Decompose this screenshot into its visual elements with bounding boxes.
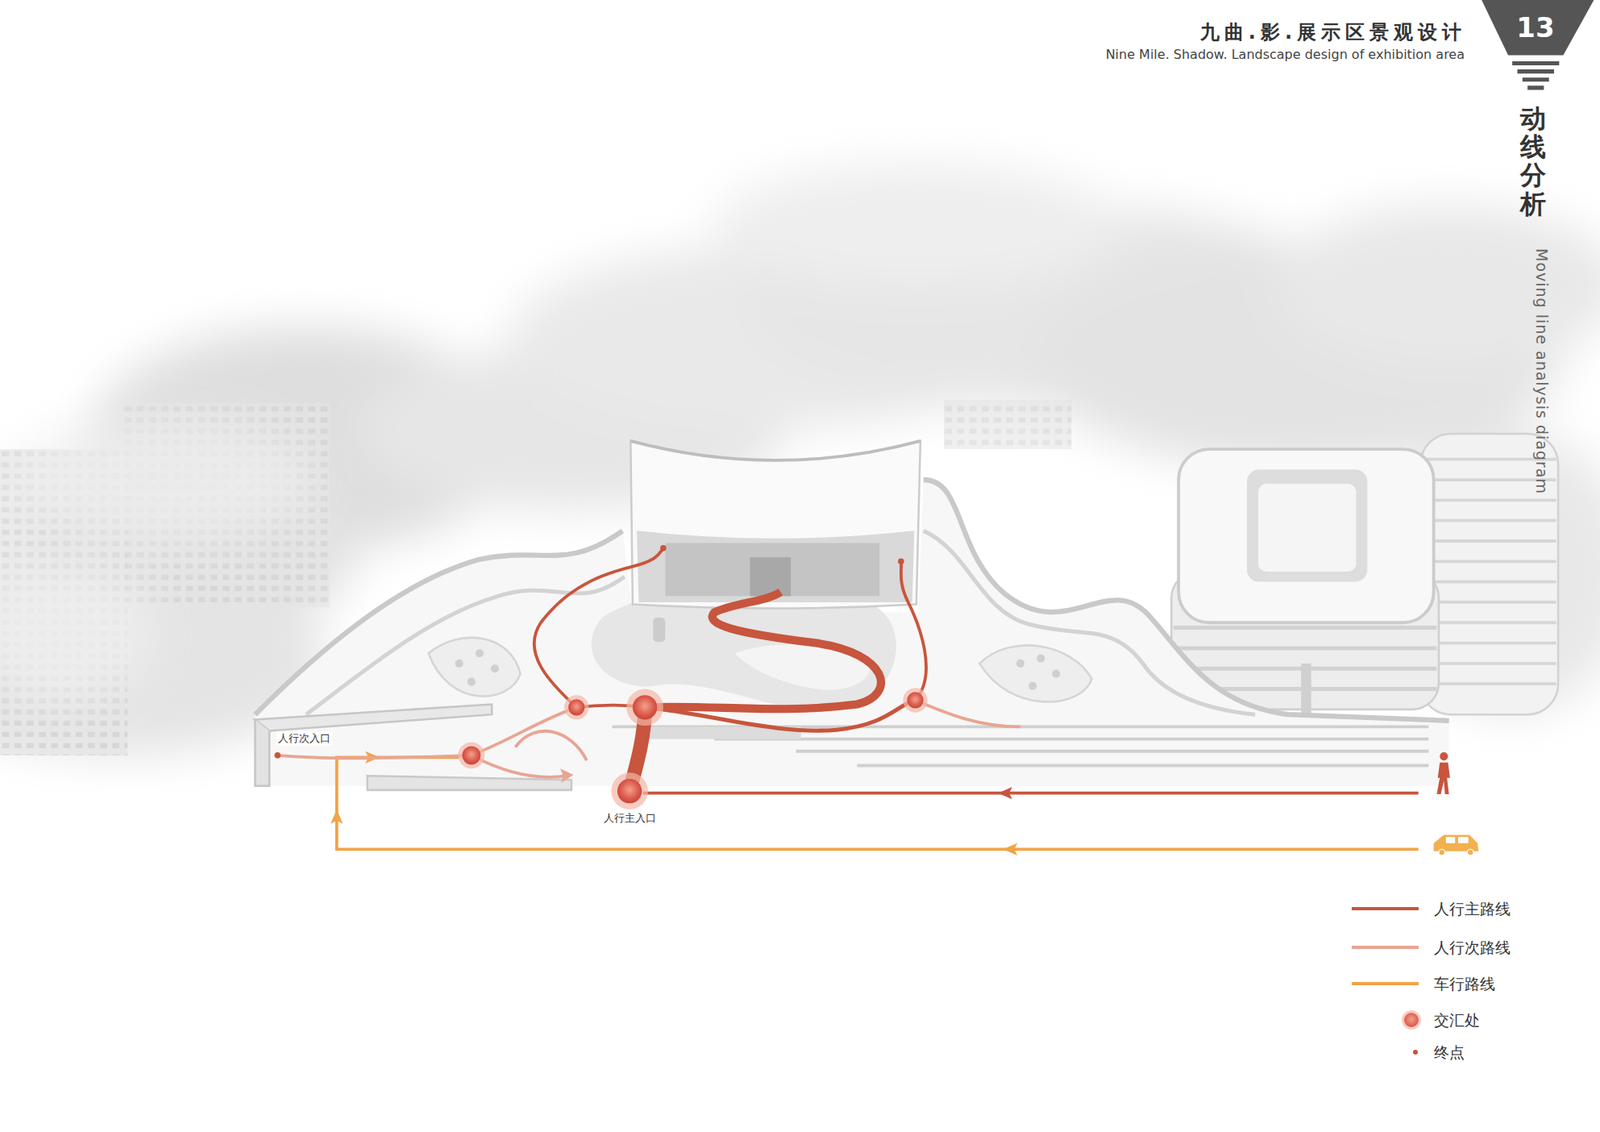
background-buildings xyxy=(0,399,1559,756)
exhibition-building-part xyxy=(664,543,880,597)
secondary-pedestrian-route-part xyxy=(515,731,587,761)
junction-circles-part xyxy=(632,694,657,719)
entrance-label: 人行主入口 xyxy=(602,810,658,826)
main-pedestrian-route-part xyxy=(915,699,1021,727)
vehicle-route-part xyxy=(330,809,343,824)
secondary-pedestrian-route-part xyxy=(277,755,472,758)
main-pedestrian-route-part xyxy=(644,591,882,709)
site-platform-part xyxy=(652,617,665,642)
site-platform-part xyxy=(979,644,1092,702)
pedestrian-icon xyxy=(1436,752,1450,794)
site-platform-part-part xyxy=(1051,669,1060,678)
site-platform-part xyxy=(612,726,1430,765)
exhibition-building xyxy=(630,440,921,609)
site-platform-part-part xyxy=(475,648,484,657)
secondary-pedestrian-route-part xyxy=(560,768,574,783)
site-platform-part xyxy=(254,719,270,786)
main-pedestrian-route-part xyxy=(643,791,1419,795)
exhibition-building-part xyxy=(630,440,921,609)
car-icon xyxy=(1433,835,1480,856)
background-buildings-part xyxy=(943,399,1072,449)
site-platform-part-part xyxy=(455,659,464,668)
site-platform-part-part xyxy=(1036,654,1045,663)
secondary-pedestrian-route-part xyxy=(471,755,568,778)
background-buildings-part-part xyxy=(0,561,154,704)
page-number: 13 xyxy=(1516,11,1555,44)
main-pedestrian-route xyxy=(534,548,1419,799)
junction-circles-part xyxy=(461,745,481,765)
junction-circles-part xyxy=(626,689,664,727)
parking-structure-part xyxy=(1178,448,1434,623)
page-badge-part xyxy=(1481,0,1594,55)
vehicle-route xyxy=(330,751,1418,856)
junction-circles-part xyxy=(564,694,589,719)
junction-circles-part xyxy=(457,741,485,769)
exhibition-building-part xyxy=(630,440,921,461)
main-pedestrian-route-part xyxy=(901,563,927,701)
site-platform-part-part xyxy=(1016,659,1025,668)
legend-text: 终点 xyxy=(1433,1042,1465,1062)
end-points-part xyxy=(897,558,905,566)
site-platform-part-part xyxy=(1028,681,1037,690)
legend-shape-swatch xyxy=(1404,1012,1419,1027)
site-platform-part-part xyxy=(490,664,499,673)
end-points xyxy=(274,544,905,759)
legend-shape-swatch xyxy=(1412,1049,1418,1055)
car-icon-part xyxy=(1467,848,1474,856)
section-title-vertical: 动线分析 xyxy=(1520,104,1546,219)
page-title: 九曲.影.展示区景观设计 xyxy=(1200,19,1467,46)
junction-circles-part xyxy=(568,698,585,715)
page-badge xyxy=(1481,0,1594,88)
background-buildings-part xyxy=(0,418,316,704)
main-pedestrian-route-part xyxy=(534,548,664,707)
fog-background-part-part xyxy=(714,163,1123,287)
end-points-part xyxy=(660,544,667,552)
legend-text: 交汇处 xyxy=(1433,1009,1480,1030)
car-icon-part xyxy=(1446,836,1455,844)
site-platform-part xyxy=(455,648,1061,690)
main-pedestrian-route-part xyxy=(997,786,1013,799)
vehicle-route-part xyxy=(1002,843,1018,856)
site-platform-part xyxy=(306,576,625,715)
legend-line-swatch xyxy=(1351,945,1418,949)
parking-structure-part xyxy=(1246,469,1368,582)
secondary-pedestrian-route-part xyxy=(471,706,577,755)
car-icon-part xyxy=(1433,835,1480,852)
legend-line-swatch xyxy=(1351,906,1418,911)
site-platform-part xyxy=(923,479,1450,721)
site-platform-part xyxy=(254,704,492,732)
vehicle-route-part xyxy=(336,756,1419,849)
parking-structure-part xyxy=(1258,483,1357,572)
legend-text: 人行次路线 xyxy=(1433,937,1511,957)
legend-line-swatch xyxy=(1351,981,1418,985)
junction-circles xyxy=(457,687,927,810)
fog-background xyxy=(0,163,1600,756)
background-buildings-part-part xyxy=(10,418,317,541)
page-badge-part xyxy=(1512,63,1559,88)
site-platform-part-part xyxy=(467,677,476,686)
legend-text: 人行主路线 xyxy=(1433,898,1511,919)
junction-circles-part xyxy=(610,772,649,810)
fog-background-part xyxy=(0,163,1600,756)
car-icon-part xyxy=(1458,836,1469,844)
exhibition-building-part xyxy=(749,556,791,596)
junction-circles-part xyxy=(906,691,923,708)
junction-circles-part xyxy=(617,778,642,803)
entrance-label: 人行次入口 xyxy=(276,731,333,746)
pedestrian-icon-part xyxy=(1439,752,1448,761)
fog-background-part-part xyxy=(1275,203,1600,368)
pedestrian-icon-part xyxy=(1436,762,1450,794)
subtitle: Nine Mile. Shadow. Landscape design of e… xyxy=(1105,46,1465,63)
junction-circles-part xyxy=(902,687,927,712)
end-points-part xyxy=(274,752,282,759)
car-icon-part xyxy=(1438,848,1446,856)
site-platform-part xyxy=(923,530,1256,715)
legend-text: 车行路线 xyxy=(1433,973,1496,994)
section-subtitle-rotated: Moving line analysis diagram xyxy=(1533,248,1551,495)
site-platform-part xyxy=(428,637,521,697)
